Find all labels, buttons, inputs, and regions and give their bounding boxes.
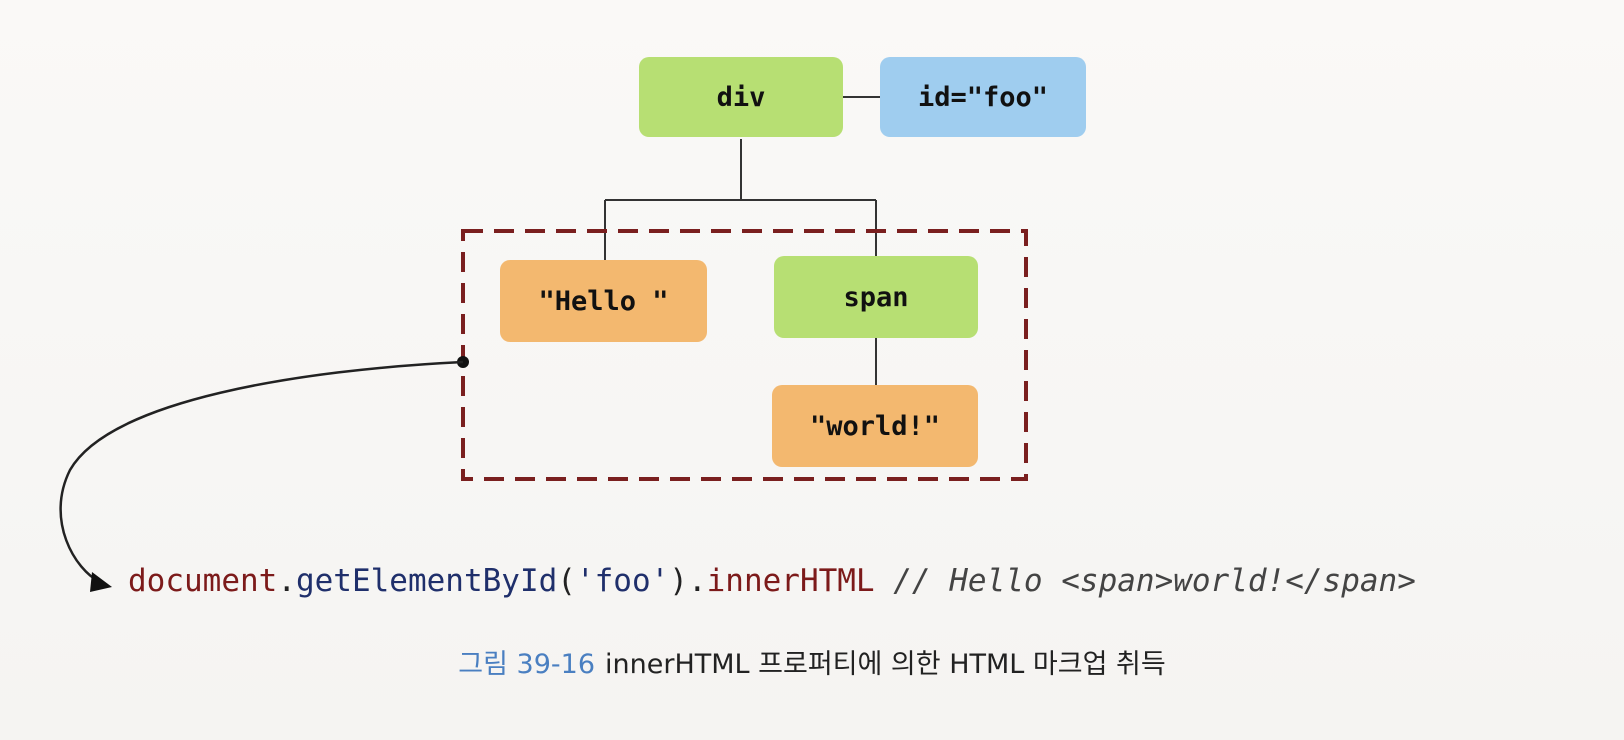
code-dot-1: . — [277, 563, 296, 599]
pointer-arrow — [59, 360, 464, 584]
code-comment: // Hello <span>world!</span> — [874, 563, 1416, 599]
pointer-arrowhead — [90, 572, 112, 592]
code-method: getElementById — [295, 563, 558, 599]
id-attribute-node: id="foo" — [880, 57, 1086, 137]
span-element-node: span — [774, 256, 978, 338]
code-argument: 'foo' — [575, 563, 670, 599]
code-property: innerHTML — [706, 563, 875, 599]
figure-caption: 그림 39-16 innerHTML 프로퍼티에 의한 HTML 마크업 취득 — [0, 645, 1624, 685]
code-example: document.getElementById('foo').innerHTML… — [128, 556, 1608, 606]
code-open-paren: ( — [557, 563, 576, 599]
world-text-node: "world!" — [772, 385, 978, 467]
code-dot-2: . — [687, 563, 707, 599]
figure-number: 그림 39-16 — [458, 649, 595, 680]
div-element-node: div — [639, 57, 843, 137]
innerhtml-highlight-box — [461, 229, 1028, 481]
code-object: document — [128, 563, 278, 599]
hello-text-node: "Hello " — [500, 260, 707, 342]
figure-caption-text: innerHTML 프로퍼티에 의한 HTML 마크업 취득 — [605, 649, 1166, 680]
code-close-paren: ) — [669, 563, 688, 599]
